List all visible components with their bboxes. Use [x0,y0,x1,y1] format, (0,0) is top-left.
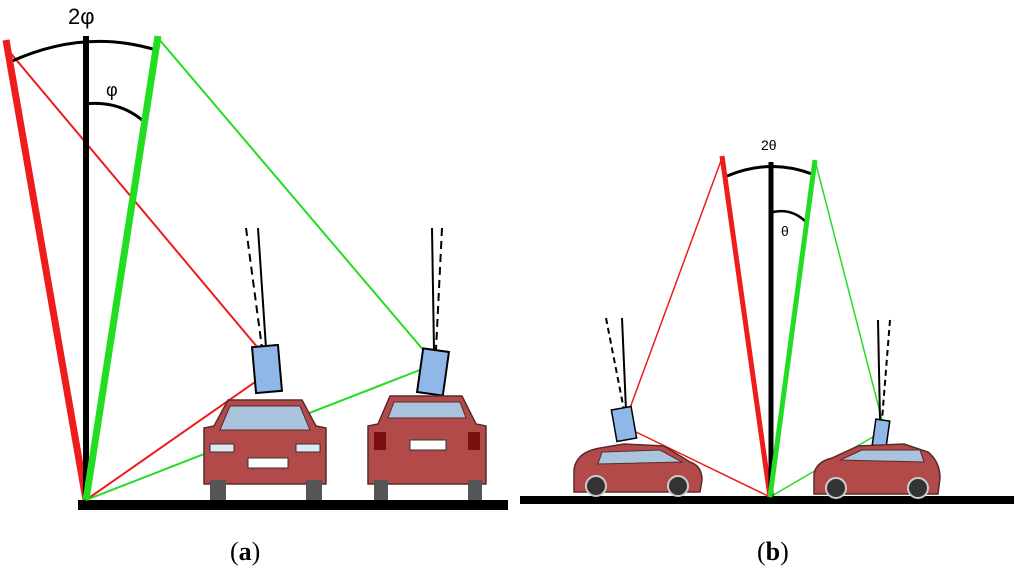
car-rear-view [367,227,487,500]
ground-a [78,500,508,510]
plate-a2 [409,439,447,451]
caption-b: (b) [757,537,789,566]
mirror-a2 [415,347,451,397]
windows-b1 [597,449,684,465]
caption-a: (a) [230,537,260,566]
ground-b [520,496,1014,504]
red-ray-b-2 [635,431,771,498]
antenna-dashed [881,319,891,421]
wheel-left-a1 [210,480,226,500]
wheel-front-b2 [825,477,847,499]
label-2phi: 2φ [68,4,95,29]
red-beam-b [719,155,773,498]
wheel-left-a2 [374,480,388,500]
antenna-solid [431,227,435,351]
mirror-b1 [610,405,638,443]
antenna-solid [621,317,627,411]
windshield-a1 [219,405,311,431]
green-ray-a-1 [157,37,426,353]
taillight-right-a2 [468,432,480,450]
mirror-a1 [250,343,284,395]
headlight-right-a1 [295,443,321,453]
headlight-left-a1 [209,443,235,453]
wheel-right-a2 [468,480,482,500]
car-side-view-left [573,317,703,497]
red-beam-a [2,39,90,501]
panel-a: 2φ φ (a [2,4,508,566]
green-beam-a [82,35,162,501]
car-side-view-right [813,319,941,499]
mirror-b2 [871,418,891,448]
wheel-right-a1 [306,480,322,500]
panel-b: 2θ θ (b) [520,137,1014,566]
wheel-front-b1 [585,475,607,497]
taillight-left-a2 [374,432,386,450]
antenna-dashed [245,227,263,349]
antenna-solid [257,227,267,349]
green-ray-b-1 [814,159,883,421]
car-front-view [203,227,327,500]
label-2theta: 2θ [761,137,777,153]
label-phi: φ [106,80,118,100]
green-beam-b [767,159,818,498]
windows-b2 [839,449,925,463]
antenna-dashed [605,317,625,411]
antenna-dashed [435,227,443,351]
antenna-solid [877,319,881,421]
plate-a1 [247,457,289,469]
red-ray-b-1 [629,157,723,409]
label-theta: θ [781,223,789,239]
angle-arc-phi [83,101,143,122]
rear-window-a2 [387,401,467,419]
angle-arc-theta [772,209,807,223]
wheel-rear-b2 [907,477,929,499]
wheel-rear-b1 [667,475,689,497]
